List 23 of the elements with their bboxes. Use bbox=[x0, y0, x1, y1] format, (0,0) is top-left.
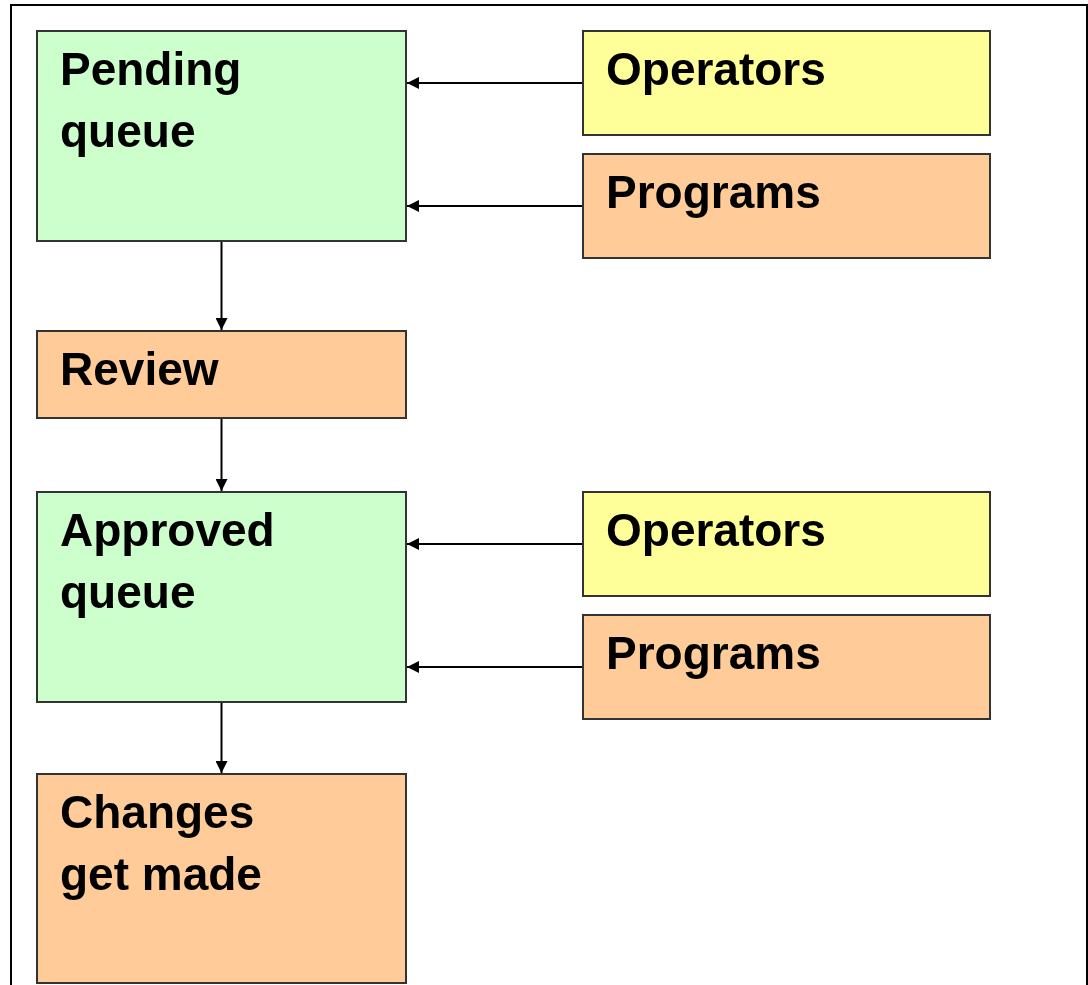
process-box bbox=[582, 30, 991, 136]
process-box bbox=[36, 330, 407, 419]
box-label: Operators bbox=[606, 42, 827, 97]
box-label: Operators bbox=[606, 503, 827, 558]
box-label: Changes get made bbox=[60, 785, 263, 903]
arrow bbox=[215, 702, 228, 774]
box-label: Approved queue bbox=[60, 503, 276, 621]
box-label: Review bbox=[60, 342, 220, 397]
arrow bbox=[406, 77, 583, 89]
process-box bbox=[36, 491, 407, 703]
box-label: Programs bbox=[606, 626, 822, 681]
arrow bbox=[215, 241, 228, 331]
box-label: Programs bbox=[606, 165, 822, 220]
arrow bbox=[406, 200, 583, 212]
process-box bbox=[36, 773, 407, 984]
process-box bbox=[36, 30, 407, 242]
arrow bbox=[215, 418, 228, 492]
box-label: Pending queue bbox=[60, 42, 243, 160]
process-box bbox=[582, 491, 991, 597]
process-box bbox=[582, 614, 991, 720]
arrow bbox=[406, 661, 583, 673]
arrow bbox=[406, 538, 583, 550]
process-box bbox=[582, 153, 991, 259]
